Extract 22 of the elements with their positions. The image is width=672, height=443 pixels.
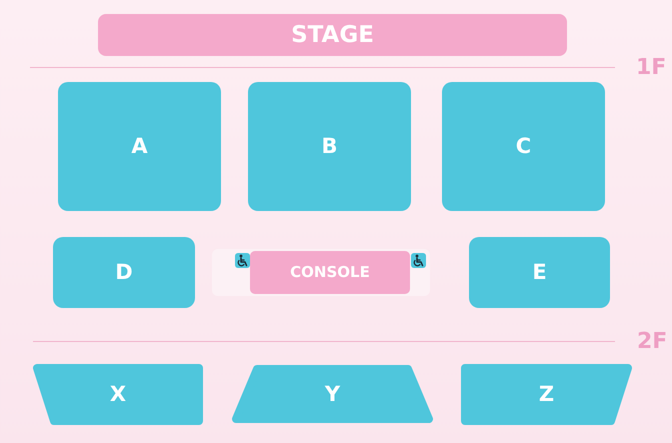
section-label: D — [115, 262, 133, 283]
section-label: A — [131, 136, 148, 157]
section-label: Y — [324, 384, 340, 404]
section-label: Z — [538, 384, 554, 405]
seating-section — [232, 365, 433, 423]
seating-section — [248, 82, 411, 211]
seating-section — [469, 237, 610, 308]
seating-section — [33, 364, 203, 425]
section-label: X — [110, 384, 126, 405]
seating-section — [461, 364, 632, 425]
section-label: B — [321, 136, 338, 157]
stage-block — [98, 14, 567, 56]
section-label: E — [532, 262, 547, 283]
console-block — [250, 251, 410, 294]
floor-label: 1F — [636, 57, 666, 79]
console-label: CONSOLE — [290, 265, 370, 280]
seating-section — [442, 82, 605, 211]
section-label: C — [516, 136, 532, 157]
stage-label: STAGE — [291, 24, 374, 46]
seating-section — [58, 82, 221, 211]
seating-section — [53, 237, 195, 308]
floor-label: 2F — [637, 331, 668, 353]
